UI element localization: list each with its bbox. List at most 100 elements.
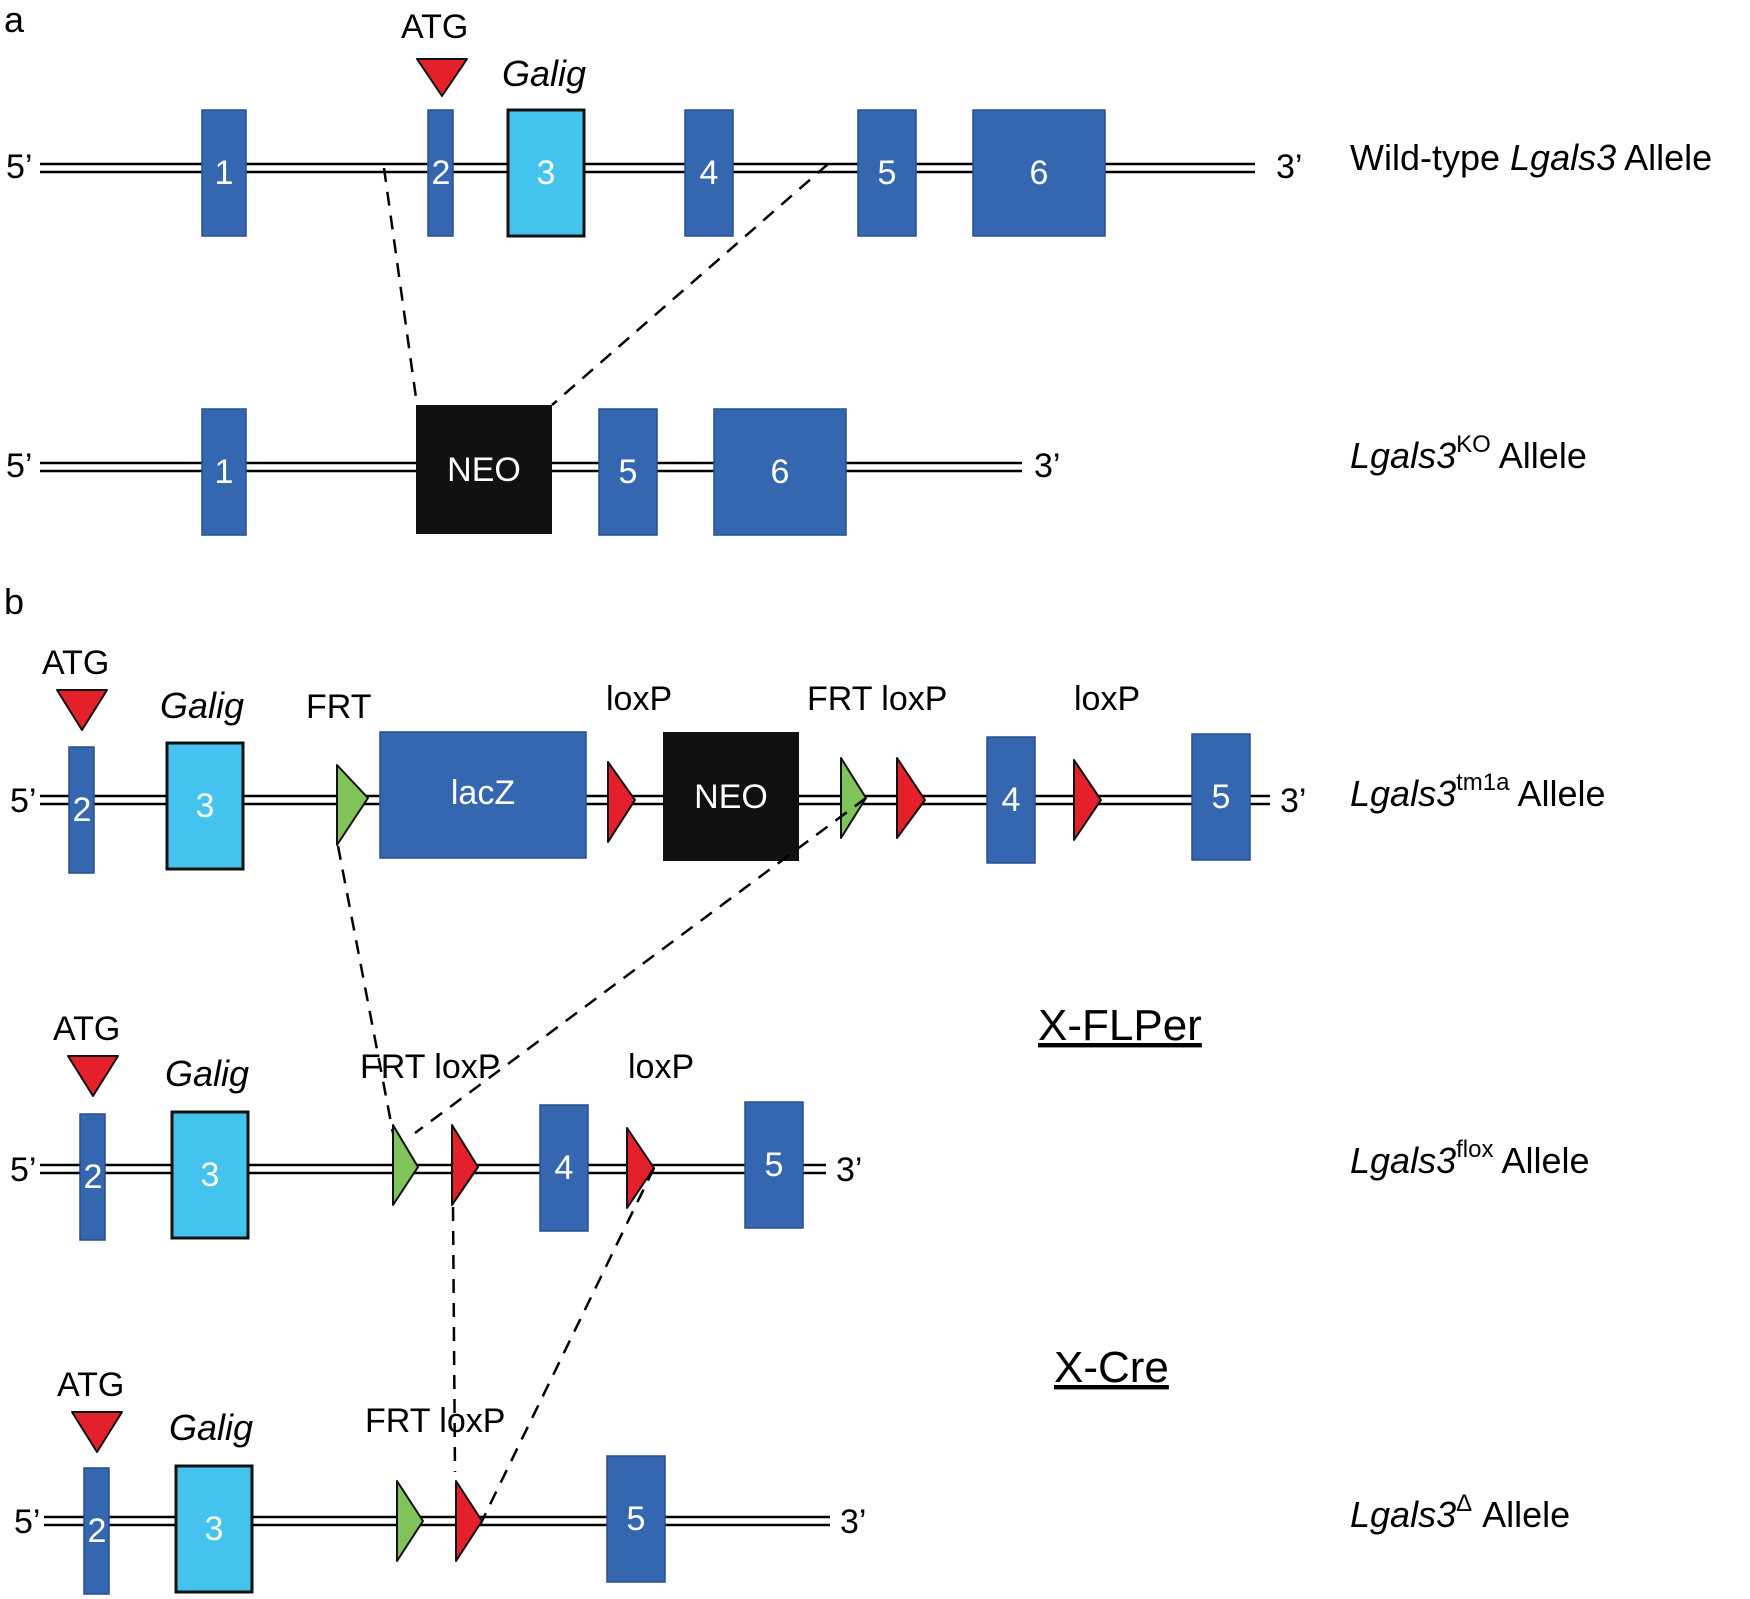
tm1a-five-prime: 5’ bbox=[10, 782, 36, 820]
tm1a-atg-label: ATG bbox=[42, 644, 109, 682]
tm1a-three-prime: 3’ bbox=[1280, 782, 1306, 820]
flox-loxp-site-2-icon bbox=[626, 1127, 655, 1209]
flper-cross-label: X-FLPer bbox=[1038, 1001, 1202, 1050]
flox-exon-4-label: 4 bbox=[555, 1149, 574, 1187]
delta-five-prime: 5’ bbox=[14, 1503, 40, 1541]
flox-three-prime: 3’ bbox=[836, 1151, 862, 1189]
tm1a-loxp-label-2: loxP bbox=[1074, 680, 1140, 718]
tm1a-exon-5-label: 5 bbox=[1212, 778, 1231, 816]
delta-exon-3-label: 3 bbox=[205, 1510, 224, 1548]
flox-allele-label: Lgals3flox Allele bbox=[1350, 1136, 1590, 1181]
tm1a-to-flox-frt-right bbox=[414, 796, 867, 1135]
tm1a-exon-2 bbox=[68, 746, 95, 874]
tm1a-exon-3-label: 3 bbox=[196, 787, 215, 825]
cre-cross-label: X-Cre bbox=[1054, 1343, 1169, 1392]
wildtype-galig-label: Galig bbox=[502, 53, 586, 94]
tm1a-exon-2-label: 2 bbox=[73, 791, 92, 829]
ko-five-prime: 5’ bbox=[6, 447, 32, 485]
tm1a-lacz-label: lacZ bbox=[451, 774, 515, 812]
tm1a-loxp-site-2-icon bbox=[896, 757, 926, 839]
wildtype-exon-6-label: 6 bbox=[1030, 154, 1049, 192]
ko-exon-1-label: 1 bbox=[215, 453, 234, 491]
wildtype-exon-2 bbox=[427, 109, 454, 237]
wt-to-ko-deletion-left bbox=[382, 167, 419, 406]
flox-galig-label: Galig bbox=[165, 1053, 249, 1094]
flox-to-delta-loxp-right bbox=[478, 1167, 656, 1526]
tm1a-frt-site-2-icon bbox=[840, 757, 867, 839]
ko-exon-1 bbox=[201, 408, 247, 536]
ko-allele-label: Lgals3KO Allele bbox=[1350, 431, 1587, 476]
tm1a-allele: 5’ 3’ ATG Galig 2 3 FRT lacZ loxP NEO FR… bbox=[10, 644, 1606, 874]
wildtype-allele-label: Wild-type Lgals3 Allele bbox=[1350, 137, 1712, 178]
flox-exon-5 bbox=[744, 1101, 804, 1229]
panel-a-letter: a bbox=[4, 0, 25, 40]
ko-allele: 5’ 3’ 1 NEO 5 6 Lgals3KO Allele bbox=[6, 405, 1587, 536]
flox-exon-3-label: 3 bbox=[201, 1156, 220, 1194]
wildtype-exon-4 bbox=[684, 109, 734, 237]
tm1a-loxp-site-1-icon bbox=[607, 761, 636, 843]
wildtype-allele: 5’ 3’ 1 2 3 4 5 6 ATG Galig Wild-type Lg… bbox=[6, 8, 1712, 238]
ko-neo-cassette bbox=[416, 405, 552, 534]
tm1a-frt-site-icon bbox=[336, 764, 369, 846]
wildtype-five-prime: 5’ bbox=[6, 148, 32, 186]
delta-allele: 5’ 3’ ATG Galig 2 3 FRT loxP 5 Lgals3Δ A… bbox=[14, 1366, 1570, 1595]
tm1a-loxp-label-1: loxP bbox=[606, 680, 672, 718]
delta-galig-label: Galig bbox=[169, 1407, 253, 1448]
flox-atg-label: ATG bbox=[53, 1010, 120, 1048]
wildtype-exon-6 bbox=[972, 109, 1106, 237]
wildtype-exon-3 bbox=[506, 108, 586, 238]
flox-loxp-site-1-icon bbox=[451, 1124, 479, 1206]
wildtype-exon-1-label: 1 bbox=[215, 154, 234, 192]
delta-three-prime: 3’ bbox=[840, 1503, 866, 1541]
ko-neo-label: NEO bbox=[447, 451, 521, 489]
ko-exon-6 bbox=[713, 408, 847, 536]
tm1a-neo-label: NEO bbox=[694, 778, 768, 816]
ko-exon-5-label: 5 bbox=[619, 453, 638, 491]
wildtype-atg-label: ATG bbox=[401, 8, 468, 46]
tm1a-allele-label: Lgals3tm1a Allele bbox=[1350, 769, 1606, 814]
flox-frt-loxp-label: FRT loxP bbox=[360, 1048, 500, 1086]
tm1a-to-flox-frt-left bbox=[336, 845, 395, 1134]
ko-three-prime: 3’ bbox=[1034, 447, 1060, 485]
tm1a-galig-label: Galig bbox=[160, 685, 244, 726]
flox-exon-5-label: 5 bbox=[765, 1146, 784, 1184]
tm1a-exon-4-label: 4 bbox=[1002, 781, 1021, 819]
flox-to-delta-loxp-left bbox=[451, 1206, 457, 1473]
wildtype-exon-1 bbox=[201, 109, 247, 237]
delta-atg-marker-icon bbox=[71, 1411, 123, 1453]
ko-exon-6-label: 6 bbox=[771, 453, 790, 491]
delta-exon-5-label: 5 bbox=[627, 1500, 646, 1538]
delta-exon-2 bbox=[83, 1467, 110, 1595]
tm1a-loxp-site-3-icon bbox=[1073, 759, 1102, 841]
wildtype-atg-marker-icon bbox=[416, 58, 468, 97]
wildtype-exon-3-label: 3 bbox=[537, 154, 556, 192]
wildtype-exon-5 bbox=[857, 109, 917, 237]
tm1a-frt-label: FRT bbox=[306, 688, 371, 726]
delta-atg-label: ATG bbox=[57, 1366, 124, 1404]
flox-allele: 5’ 3’ ATG Galig 2 3 FRT loxP 4 loxP 5 Lg… bbox=[10, 1010, 1590, 1241]
tm1a-atg-marker-icon bbox=[56, 689, 108, 731]
flox-exon-4 bbox=[539, 1104, 589, 1232]
delta-allele-label: Lgals3Δ Allele bbox=[1350, 1490, 1570, 1535]
tm1a-lacz-cassette bbox=[379, 731, 587, 859]
flox-exon-3 bbox=[170, 1110, 250, 1240]
tm1a-exon-4 bbox=[986, 736, 1036, 864]
flox-atg-marker-icon bbox=[67, 1055, 119, 1097]
wildtype-exon-5-label: 5 bbox=[878, 154, 897, 192]
delta-frt-loxp-label: FRT loxP bbox=[365, 1402, 505, 1440]
tm1a-exon-5 bbox=[1191, 733, 1251, 861]
delta-exon-3 bbox=[174, 1464, 254, 1594]
wt-to-ko-deletion-right bbox=[551, 163, 829, 406]
flox-loxp-label: loxP bbox=[628, 1048, 694, 1086]
wildtype-exon-2-label: 2 bbox=[432, 154, 451, 192]
flox-five-prime: 5’ bbox=[10, 1151, 36, 1189]
wildtype-exon-4-label: 4 bbox=[700, 154, 719, 192]
tm1a-exon-3 bbox=[165, 741, 245, 871]
flox-frt-site-icon bbox=[392, 1124, 419, 1206]
wildtype-three-prime: 3’ bbox=[1276, 148, 1302, 186]
delta-exon-2-label: 2 bbox=[88, 1512, 107, 1550]
flox-exon-2-label: 2 bbox=[84, 1158, 103, 1196]
flox-exon-2 bbox=[79, 1113, 106, 1241]
ko-exon-5 bbox=[598, 408, 658, 536]
